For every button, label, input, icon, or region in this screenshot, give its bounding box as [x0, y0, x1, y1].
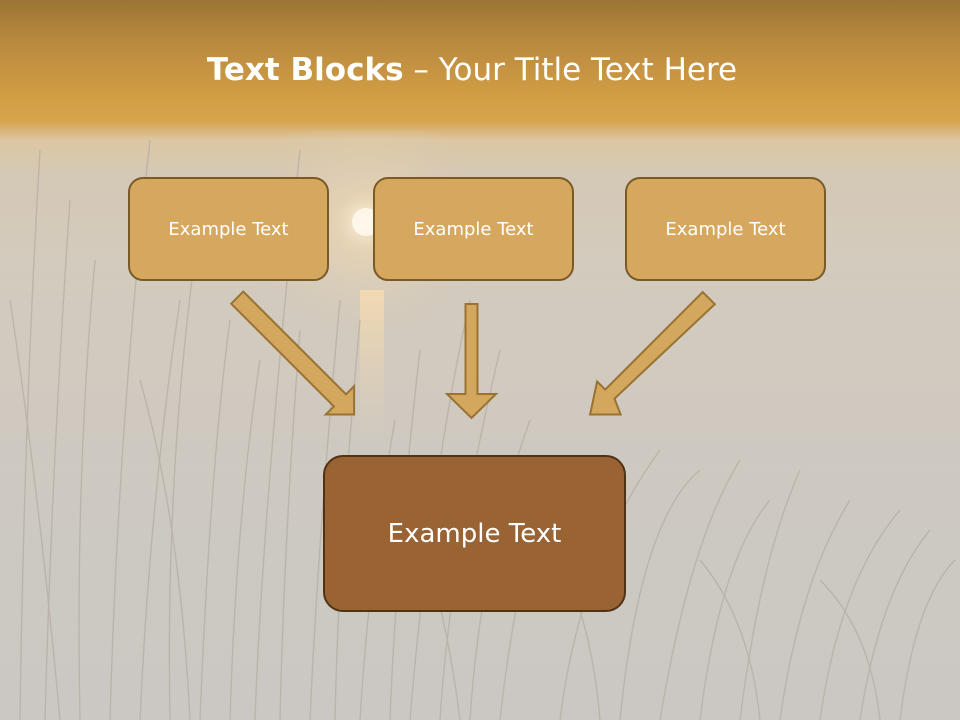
title-rest: Your Title Text Here	[438, 52, 738, 88]
title-separator: –	[403, 52, 439, 88]
text-block-right-label: Example Text	[665, 218, 786, 240]
arrow-right-diagonal	[588, 290, 717, 416]
slide-title: Text Blocks – Your Title Text Here	[0, 52, 944, 88]
arrow-left-diagonal	[229, 290, 356, 416]
text-block-center[interactable]: Example Text	[373, 177, 574, 281]
text-block-center-label: Example Text	[413, 218, 534, 240]
title-bold: Text Blocks	[206, 52, 404, 88]
sun-reflection	[360, 290, 384, 440]
text-block-main-label: Example Text	[387, 518, 562, 549]
text-block-left[interactable]: Example Text	[128, 177, 329, 281]
arrow-center-down	[444, 303, 499, 420]
text-block-left-label: Example Text	[168, 218, 289, 240]
text-block-main[interactable]: Example Text	[323, 455, 626, 612]
text-block-right[interactable]: Example Text	[625, 177, 826, 281]
